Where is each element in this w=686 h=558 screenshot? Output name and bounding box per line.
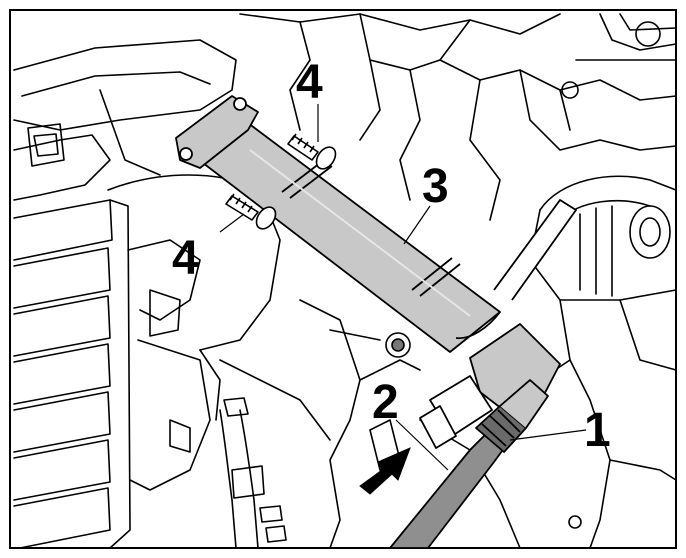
bolt-part-4-left xyxy=(225,193,277,230)
bolt-part-4-top xyxy=(287,133,337,170)
callout-4-top: 4 xyxy=(296,56,323,109)
retaining-nut xyxy=(385,332,411,358)
leader-lines xyxy=(219,104,587,471)
callout-2: 2 xyxy=(372,376,399,429)
callout-4-left: 4 xyxy=(172,232,199,285)
diagram-frame xyxy=(9,9,677,549)
sleeve-part-3 xyxy=(175,95,501,353)
thick-arrow-right-up-icon xyxy=(359,447,411,495)
callout-1: 1 xyxy=(584,404,611,457)
engine-bay-background xyxy=(13,13,677,549)
callout-3: 3 xyxy=(422,160,449,213)
